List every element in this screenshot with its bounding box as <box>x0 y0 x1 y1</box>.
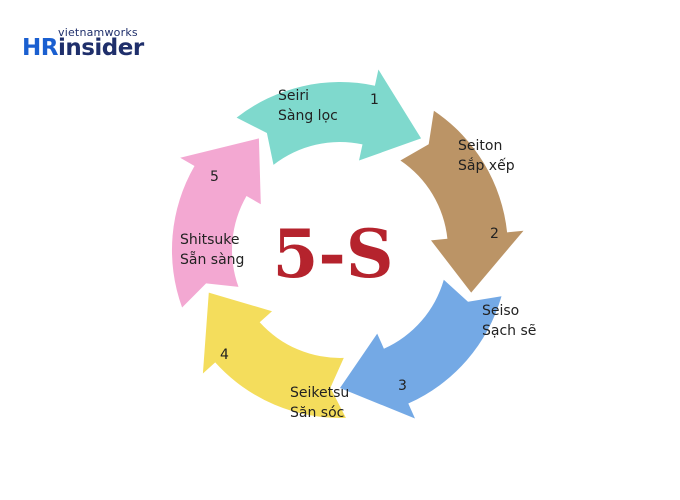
step-5-arrow <box>171 138 261 308</box>
step-1-number: 1 <box>370 92 379 108</box>
step-1-arrow <box>236 69 422 165</box>
logo-wordmark: HRinsider <box>22 35 144 61</box>
step-3-arrow <box>340 279 502 419</box>
step-3-japanese-term: Seiso <box>482 303 519 319</box>
vietnamworks-hrinsider-logo: vietnamworks HRinsider <box>22 26 162 66</box>
logo-hr: HR <box>22 35 58 61</box>
logo-tagline: vietnamworks <box>58 26 138 39</box>
step-2-arrow <box>400 110 524 293</box>
step-5-number: 5 <box>210 169 219 185</box>
step-1-vietnamese-term: Sàng lọc <box>278 108 338 124</box>
step-5-japanese-term: Shitsuke <box>180 232 240 248</box>
step-2-number: 2 <box>490 226 499 242</box>
step-5-vietnamese-term: Sẵn sàng <box>180 251 244 268</box>
step-2-japanese-term: Seiton <box>458 138 502 154</box>
step-3-number: 3 <box>398 378 407 394</box>
step-3-vietnamese-term: Sạch sẽ <box>482 323 536 339</box>
step-1-japanese-term: Seiri <box>278 88 309 104</box>
step-4-arrow <box>202 292 346 419</box>
logo-insider: insider <box>57 35 144 61</box>
step-4-vietnamese-term: Săn sóc <box>290 405 344 421</box>
cycle-segments <box>171 69 524 419</box>
step-4-number: 4 <box>220 347 229 363</box>
step-4-japanese-term: Seiketsu <box>290 385 349 401</box>
step-2-vietnamese-term: Sắp xếp <box>458 157 515 174</box>
center-title: 5-S <box>273 215 394 293</box>
